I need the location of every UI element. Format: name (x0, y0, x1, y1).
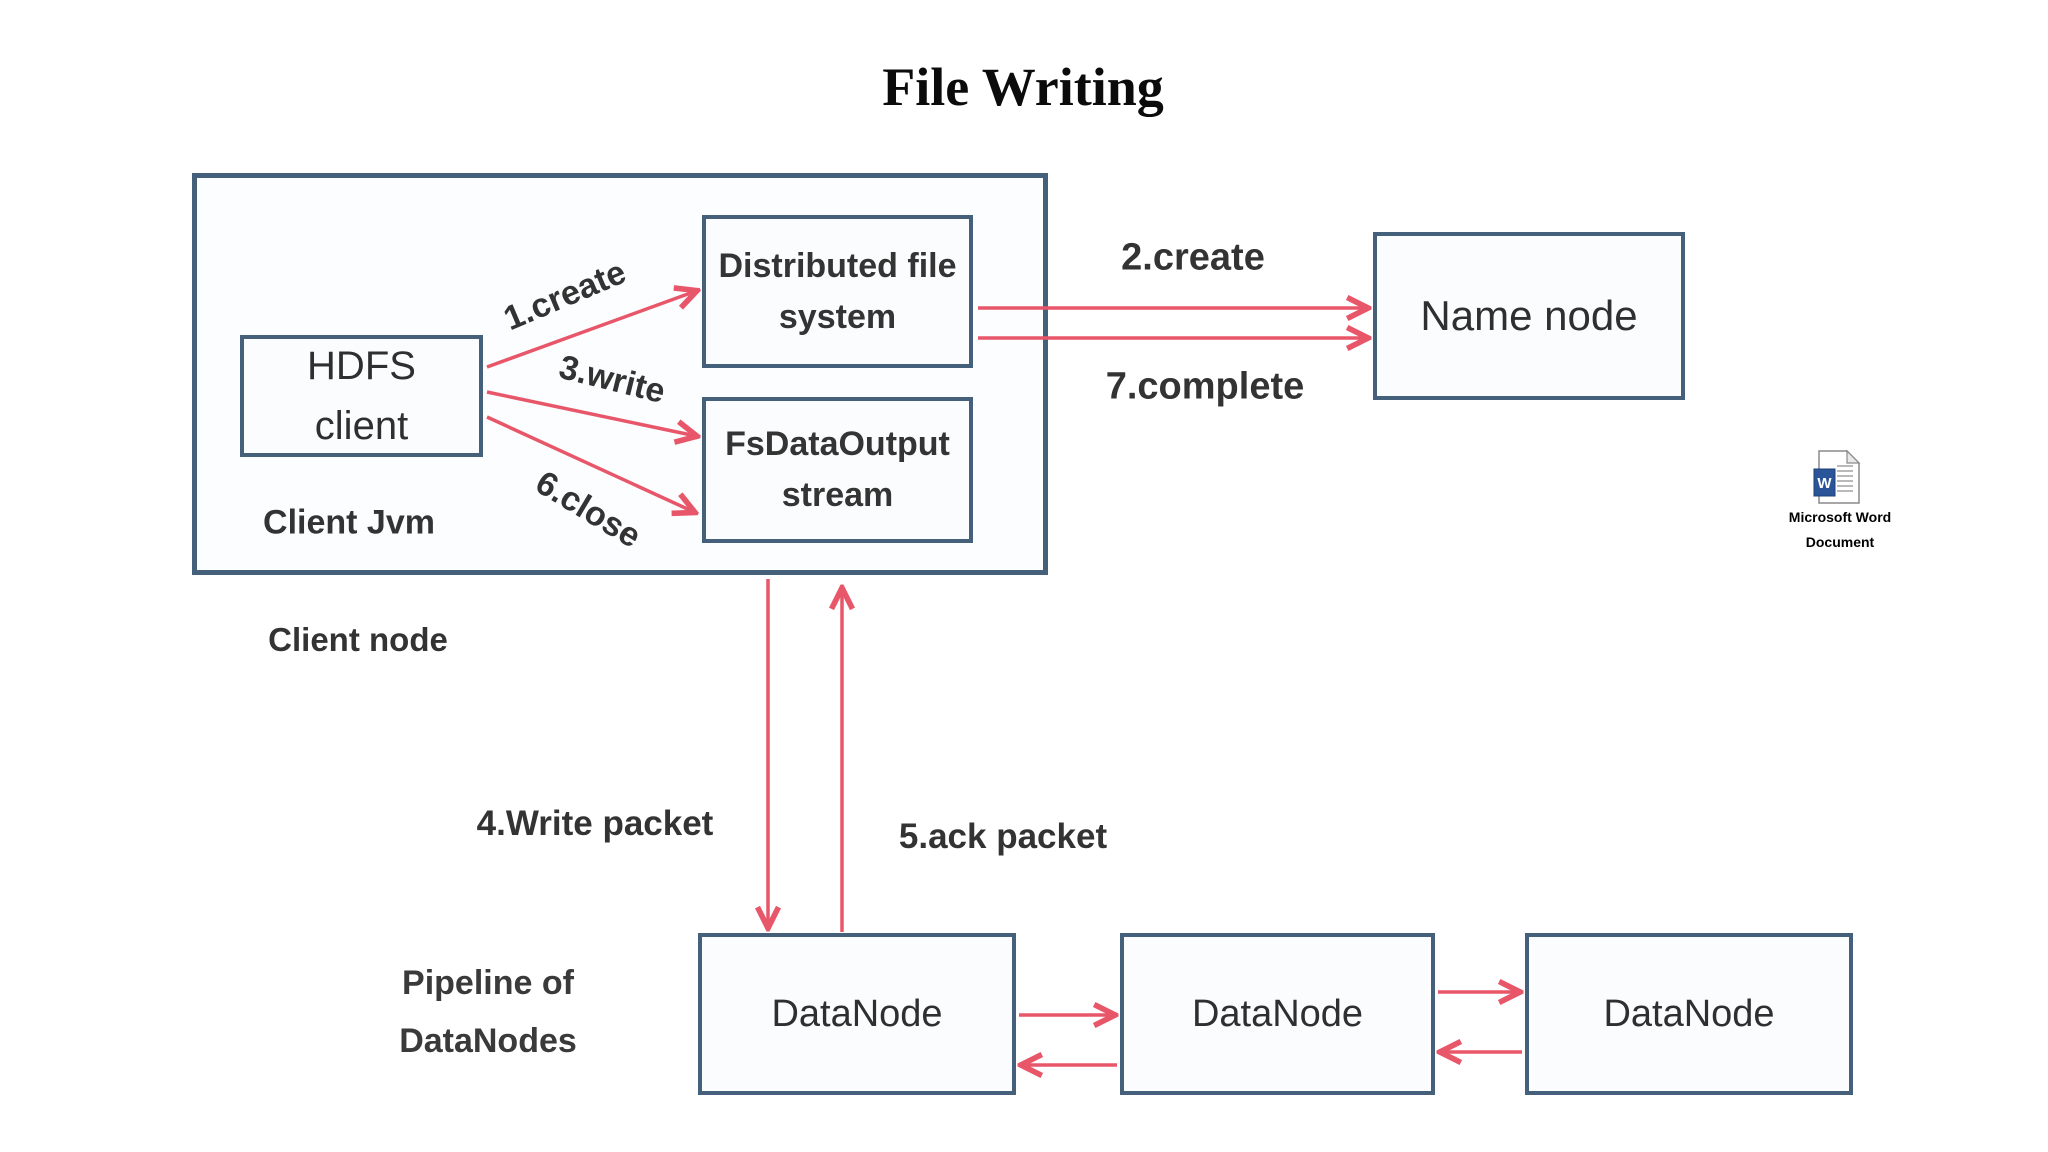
word-icon-w-glyph: W (1817, 475, 1832, 492)
datanode-3-label: DataNode (1603, 992, 1775, 1035)
datanode-box-2: DataNode (1120, 933, 1435, 1095)
hdfs-client-box: HDFS client (240, 335, 483, 457)
step7-complete-label: 7.complete (1105, 365, 1305, 408)
datanode-2-label: DataNode (1191, 992, 1364, 1035)
client-node-label: Client node (268, 621, 448, 658)
hdfs-client-label-line2: client (314, 404, 409, 448)
word-icon-text-lines (1837, 465, 1853, 492)
name-node-label: Name node (1420, 292, 1638, 339)
fsdata-label-line2: stream (781, 476, 894, 514)
word-document-icon-label[interactable]: Microsoft Word Document (1760, 505, 1920, 555)
client-jvm-label: Client Jvm (263, 503, 435, 542)
datanode-box-1: DataNode (698, 933, 1016, 1095)
step4-write-packet-label: 4.Write packet (476, 804, 714, 843)
name-node-box: Name node (1373, 232, 1685, 400)
word-icon-folded-corner (1846, 449, 1861, 464)
word-icon-label-line1: Microsoft Word (1788, 509, 1892, 525)
word-document-icon[interactable]: W (1813, 449, 1863, 505)
word-icon-label-line2: Document (1805, 534, 1875, 551)
word-icon-blue-badge (1813, 468, 1836, 497)
pipeline-label-line1: Pipeline of (402, 964, 574, 1002)
dfs-label-line1: Distributed file (718, 246, 957, 285)
datanode-1-label: DataNode (771, 992, 943, 1035)
dfs-label-line2: system (778, 297, 897, 336)
step2-create-label: 2.create (1121, 236, 1265, 279)
step5-ack-packet-label: 5.ack packet (898, 817, 1108, 856)
hdfs-client-label-line1: HDFS (307, 344, 416, 388)
pipeline-label-line2: DataNodes (399, 1021, 577, 1060)
datanode-box-3: DataNode (1525, 933, 1853, 1095)
fs-data-output-stream-box: FsDataOutput stream (702, 397, 973, 543)
fsdata-label-line1: FsDataOutput (725, 425, 950, 463)
page-title: File Writing (882, 57, 1164, 117)
pipeline-of-datanodes-label: Pipeline of DataNodes (338, 955, 638, 1071)
distributed-file-system-box: Distributed file system (702, 215, 973, 368)
